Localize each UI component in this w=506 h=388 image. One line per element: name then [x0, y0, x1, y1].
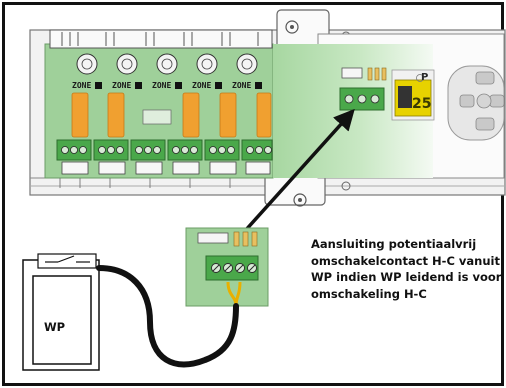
enlarged-connector: [185, 227, 269, 307]
connection-annotation: Aansluiting potentiaalvrij omschakelcont…: [311, 236, 501, 302]
zone-label-2: ZONE: [112, 81, 132, 90]
signal-cable: [96, 265, 239, 368]
annotation-line-4: omschakeling H-C: [311, 286, 427, 301]
heat-pump: [22, 253, 100, 371]
zone-label-3: ZONE: [152, 81, 172, 90]
annotation-line-2: omschakelcontact H-C vanuit: [311, 253, 500, 268]
thermostat-mode-glyph: P: [421, 72, 429, 83]
thermostat-display-digits: 25: [412, 96, 432, 112]
zone-label-5: ZONE: [232, 81, 252, 90]
pcb-board: [44, 29, 433, 188]
control-panel: [391, 65, 505, 141]
zone-label-1: ZONE: [72, 81, 92, 90]
zone-label-4: ZONE: [192, 81, 212, 90]
heat-pump-label: WP: [44, 320, 66, 334]
annotation-line-1: Aansluiting potentiaalvrij: [311, 237, 477, 251]
annotation-line-3: WP indien WP leidend is voor: [311, 270, 502, 284]
terminal-blocks: [56, 139, 273, 175]
connection-arrow: [242, 108, 355, 234]
